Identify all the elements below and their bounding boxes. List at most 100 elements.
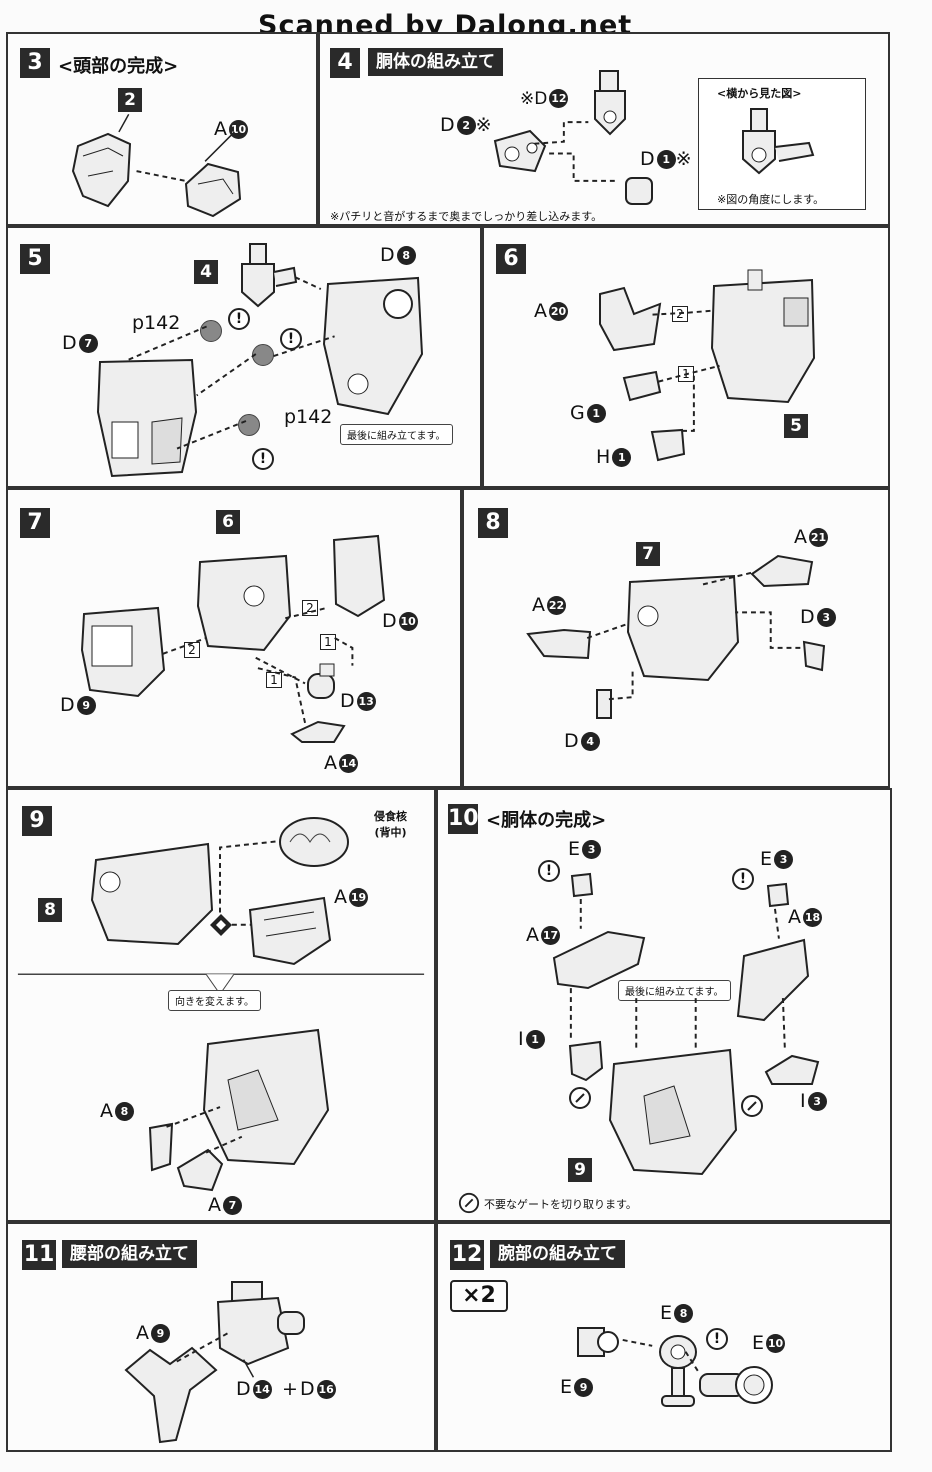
torso-final-icon	[604, 1040, 744, 1180]
side-view-part-icon	[739, 107, 819, 177]
gate-cut-icon	[458, 1192, 480, 1214]
sphere-part-icon	[200, 320, 222, 342]
side-view-note: ※図の角度にします。	[717, 193, 825, 206]
sequence-1: 1	[320, 634, 336, 650]
callout-assemble-last: 最後に組み立てます。	[340, 424, 453, 445]
small-part-g-icon	[620, 368, 664, 404]
head-shell-icon	[68, 126, 138, 216]
step-number: 3	[20, 48, 50, 78]
step-title: <胴体の完成>	[486, 810, 607, 831]
pin-part-icon	[594, 688, 614, 720]
part-ref-2: 2	[118, 88, 142, 112]
sequence-2: 2	[302, 600, 318, 616]
torso-front-icon	[92, 352, 202, 482]
step-title: <頭部の完成>	[58, 56, 179, 77]
sequence-1: 1	[266, 672, 282, 688]
fin-a8-icon	[144, 1120, 178, 1174]
diamond-marker-icon	[208, 912, 234, 938]
torso-assembly-icon	[624, 566, 744, 686]
part-ref-7: 7	[636, 542, 660, 566]
part-ref-5: 5	[784, 414, 808, 438]
caution-icon: !	[538, 860, 560, 882]
gate-note: 不要なゲートを切り取ります。	[484, 1198, 637, 1211]
sphere-part-icon	[252, 344, 274, 366]
caution-icon: !	[228, 308, 250, 330]
step-number: 7	[20, 508, 50, 538]
core-label: 侵食核 (背中)	[374, 810, 407, 839]
peg-part-icon	[620, 170, 660, 210]
callout-change-direction: 向きを変えます。	[168, 990, 261, 1011]
sequence-2: 2	[672, 306, 688, 322]
part-i1-icon	[566, 1038, 606, 1084]
chest-plate-left-icon	[548, 924, 648, 994]
connector-assembly-icon	[238, 242, 298, 312]
back-part-icon	[328, 530, 388, 620]
caution-icon: !	[252, 448, 274, 470]
front-part-icon	[78, 600, 168, 700]
joint-part-icon	[490, 126, 550, 176]
sphere-part-icon	[238, 414, 260, 436]
torso-assembly-icon	[88, 830, 218, 950]
sequence-1: 1	[678, 366, 694, 382]
step-number: 11	[22, 1240, 56, 1270]
step-number: 8	[478, 508, 508, 538]
small-clip-icon	[568, 870, 596, 900]
page-ref-p142-2: p142	[284, 406, 333, 428]
arm-barrel-e10-icon	[696, 1362, 776, 1408]
torso-rotated-icon	[198, 1020, 338, 1170]
waist-joint-icon	[208, 1278, 308, 1368]
step-title: 腕部の組み立て	[490, 1240, 625, 1268]
part-ref-8: 8	[38, 898, 62, 922]
part-i3-icon	[762, 1052, 822, 1088]
step-note: ※パチリと音がするまで奥までしっかり差し込みます。	[330, 210, 603, 223]
armor-plate-icon	[594, 284, 664, 354]
step-number: 5	[20, 244, 50, 274]
clip-part-icon	[800, 638, 828, 674]
small-clip-icon	[764, 880, 792, 910]
fin-a7-icon	[174, 1146, 226, 1194]
side-view-box: <横から見た図> ※図の角度にします。	[698, 78, 866, 210]
step-number: 9	[22, 806, 52, 836]
caution-icon: !	[732, 868, 754, 890]
torso-back-icon	[318, 264, 428, 424]
step-number: 4	[330, 48, 360, 78]
gate-cut-icon	[568, 1086, 592, 1110]
callout-assemble-last: 最後に組み立てます。	[618, 980, 731, 1001]
side-part-icon	[524, 622, 594, 662]
head-part-icon	[178, 154, 248, 224]
chest-plate-right-icon	[734, 936, 814, 1026]
back-armor-icon	[244, 890, 334, 970]
page-ref-p142-1: p142	[132, 312, 181, 334]
part-ref-4: 4	[194, 260, 218, 284]
